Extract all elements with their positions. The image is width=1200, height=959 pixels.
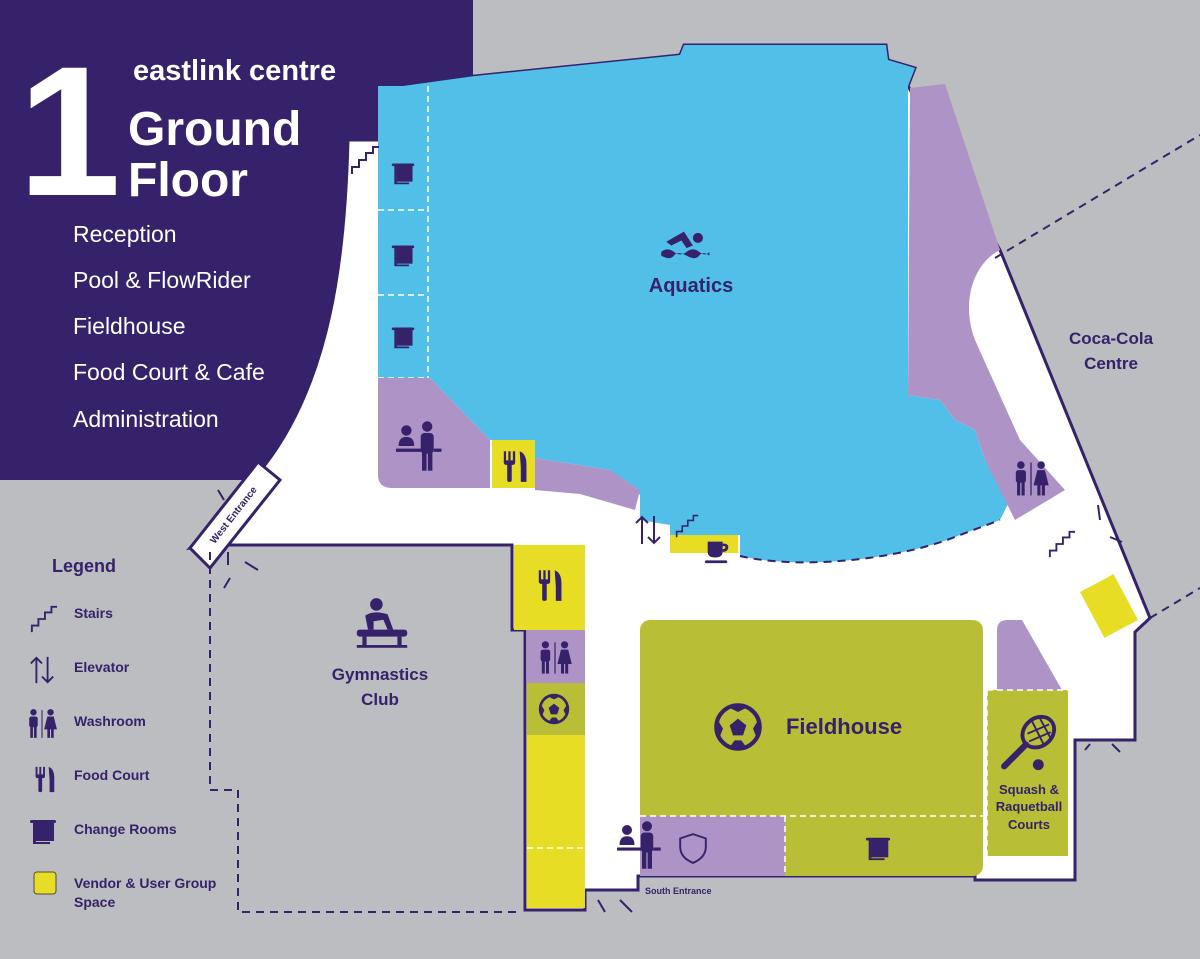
gymnastics-boundary (209, 552, 520, 913)
lounge-strip (535, 458, 640, 510)
change-rooms-icon (865, 837, 891, 861)
change-rooms-icon (391, 327, 415, 349)
squash-label: Raquetball (996, 799, 1062, 814)
amenity-item: Food Court & Cafe (73, 359, 265, 385)
amenity-item: Reception (73, 221, 177, 247)
entrance-door-marks (217, 489, 1123, 913)
legend-label: Space (74, 894, 115, 910)
stairs-icon (30, 605, 58, 633)
amenity-item: Fieldhouse (73, 313, 186, 339)
floor-number: 1 (18, 29, 121, 235)
legend-label: Elevator (74, 659, 130, 675)
aquatics-area (378, 45, 1010, 563)
change-rooms-icon (30, 820, 56, 844)
header-panel (0, 0, 473, 480)
legend-title: Legend (52, 556, 116, 576)
vendor-space-swatch (33, 871, 57, 895)
change-rooms-icon (391, 163, 415, 185)
west-entrance-marker (187, 459, 283, 571)
gymnastics-label: Gymnastics (332, 665, 428, 684)
legend-label: Food Court (74, 767, 150, 783)
page-title-line1: Ground (128, 103, 301, 156)
legend-label: Stairs (74, 605, 113, 621)
change-rooms-icon (391, 245, 415, 267)
logo: eastlink centre (133, 55, 336, 87)
fieldhouse-dividers (640, 815, 983, 876)
east-service-strip (908, 84, 1065, 520)
gymnast-icon (356, 598, 408, 648)
squash-label: Courts (1008, 817, 1050, 832)
squash-divider (986, 689, 1068, 856)
fieldhouse-area (640, 620, 983, 876)
admin-area (640, 816, 785, 876)
food-court-area (514, 545, 585, 630)
reception-area (378, 378, 490, 488)
vendor-space (527, 735, 585, 908)
change-room-dividers (378, 86, 429, 379)
page-title-line2: Floor (128, 154, 248, 207)
coca-cola-label: Centre (1084, 354, 1138, 373)
east-vendor-space (1080, 574, 1138, 638)
legend-label: Washroom (74, 713, 146, 729)
washroom-icon (29, 709, 57, 738)
amenity-item: Pool & FlowRider (73, 267, 251, 293)
amenity-item: Administration (73, 406, 219, 432)
coca-cola-label: Coca-Cola (1069, 329, 1154, 348)
south-entrance-label: South Entrance (645, 886, 712, 896)
coca-cola-connector (994, 134, 1200, 619)
cafe-kiosk (670, 535, 738, 553)
squash-courts-area (987, 690, 1068, 856)
gymnastics-label: Club (361, 690, 399, 709)
elevator-icon (29, 655, 55, 685)
fieldhouse-label: Fieldhouse (786, 714, 902, 739)
storage-area (997, 620, 1062, 690)
washroom-area (527, 630, 585, 683)
legend-label: Change Rooms (74, 821, 177, 837)
aquatics-boundary (739, 519, 1001, 564)
aquatics-label: Aquatics (649, 275, 733, 297)
food-court-icon (35, 766, 55, 793)
squash-label: Squash & (999, 782, 1059, 797)
legend-label: Vendor & User Group (74, 875, 216, 891)
